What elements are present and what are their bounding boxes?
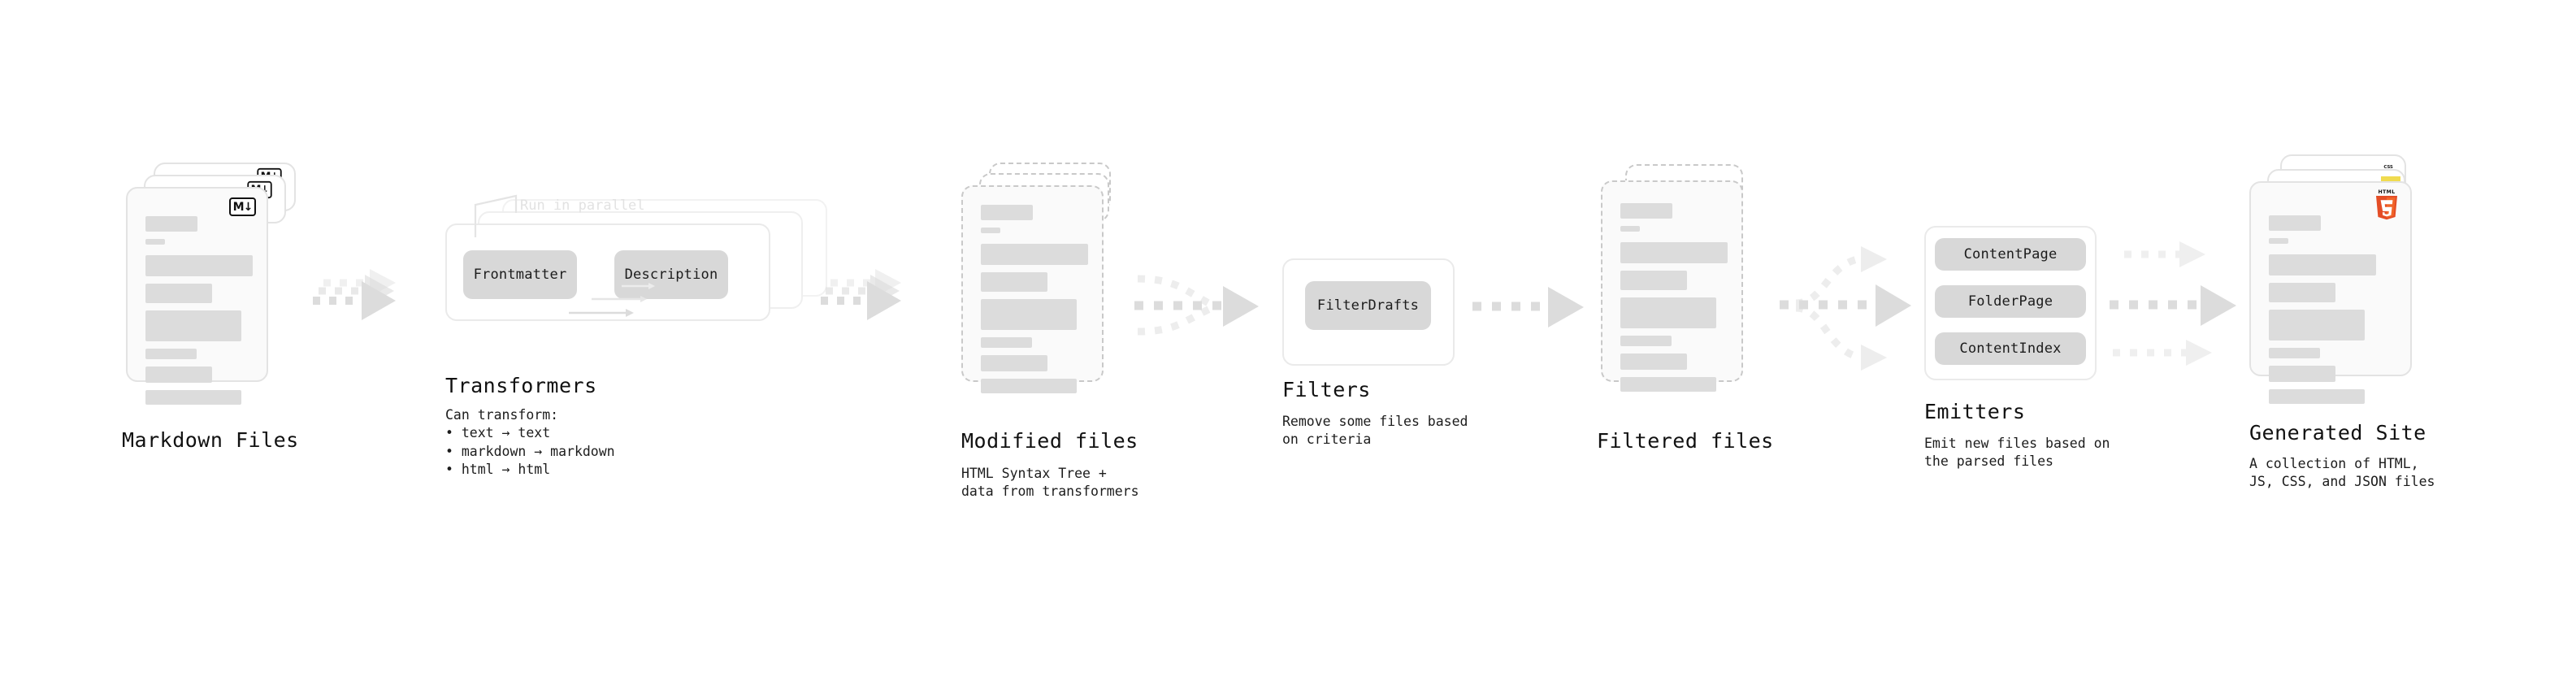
connector-modified-to-filters (1134, 275, 1259, 336)
stage-markdown-files: M↓ M↓ M↓ (126, 163, 305, 406)
markdown-card-front: M↓ (126, 187, 268, 405)
css-badge-label: CSS (2383, 164, 2393, 170)
modified-file-stack (961, 163, 1140, 406)
stage-emitters: ContentPage FolderPage ContentIndex (1924, 226, 2111, 388)
connector-filters-to-filtered (1472, 287, 1584, 327)
generated-site-title: Generated Site (2249, 421, 2426, 445)
generated-file-stack: CSS HTML (2249, 154, 2444, 406)
stage-generated-site: CSS HTML (2249, 154, 2444, 406)
svg-text:HTML: HTML (2378, 189, 2395, 195)
js-badge-icon (2381, 176, 2400, 184)
emitters-description: Emit new files based on the parsed files (1924, 436, 2110, 470)
generated-site-description: A collection of HTML, JS, CSS, and JSON … (2249, 456, 2435, 490)
connector-filtered-to-emitters (1780, 246, 1911, 371)
filters-box-wrap: FilterDrafts (1282, 258, 1461, 366)
emitters-chip-contentpage[interactable]: ContentPage (1935, 238, 2086, 271)
transformer-chip-frontmatter[interactable]: Frontmatter (463, 250, 577, 299)
markdown-badge-icon: M↓ (229, 197, 256, 216)
connector-md-to-transformers (313, 269, 396, 320)
generated-content-lines (2269, 215, 2396, 411)
transformer-chip-description[interactable]: Description (614, 250, 728, 299)
filters-title: Filters (1282, 378, 1371, 401)
markdown-content-lines (145, 216, 253, 412)
stage-transformers: Frontmatter Description Frontmatter Desc… (445, 199, 868, 362)
run-in-parallel-note: Run in parallel (520, 197, 645, 214)
stage-filters: FilterDrafts (1282, 258, 1461, 366)
filters-description: Remove some files based on criteria (1282, 414, 1468, 448)
filtered-card-front (1601, 180, 1743, 392)
modified-content-lines (981, 205, 1088, 401)
markdown-files-title: Markdown Files (122, 428, 299, 452)
emitters-box-wrap: ContentPage FolderPage ContentIndex (1924, 226, 2111, 388)
filtered-content-lines (1620, 203, 1728, 399)
transformers-description: Can transform: • text → text • markdown … (445, 407, 615, 477)
modified-files-title: Modified files (961, 429, 1138, 453)
filtered-files-title: Filtered files (1597, 429, 1774, 453)
transformers-stack: Frontmatter Description Frontmatter Desc… (445, 199, 868, 362)
stage-modified-files (961, 163, 1140, 406)
markdown-file-stack: M↓ M↓ M↓ (126, 163, 305, 406)
transformers-title: Transformers (445, 374, 597, 397)
emitters-chip-contentindex[interactable]: ContentIndex (1935, 332, 2086, 365)
filters-chip-filterdrafts[interactable]: FilterDrafts (1305, 281, 1431, 330)
connector-emitters-to-site (2110, 241, 2236, 366)
filtered-file-stack (1601, 163, 1780, 406)
emitters-title: Emitters (1924, 400, 2026, 423)
modified-card-front (961, 185, 1104, 393)
generated-card-front-html: HTML (2249, 181, 2412, 404)
emitters-chip-folderpage[interactable]: FolderPage (1935, 285, 2086, 318)
modified-files-description: HTML Syntax Tree + data from transformer… (961, 466, 1139, 500)
html5-badge-icon: HTML (2373, 188, 2400, 220)
stage-filtered-files (1601, 163, 1780, 406)
